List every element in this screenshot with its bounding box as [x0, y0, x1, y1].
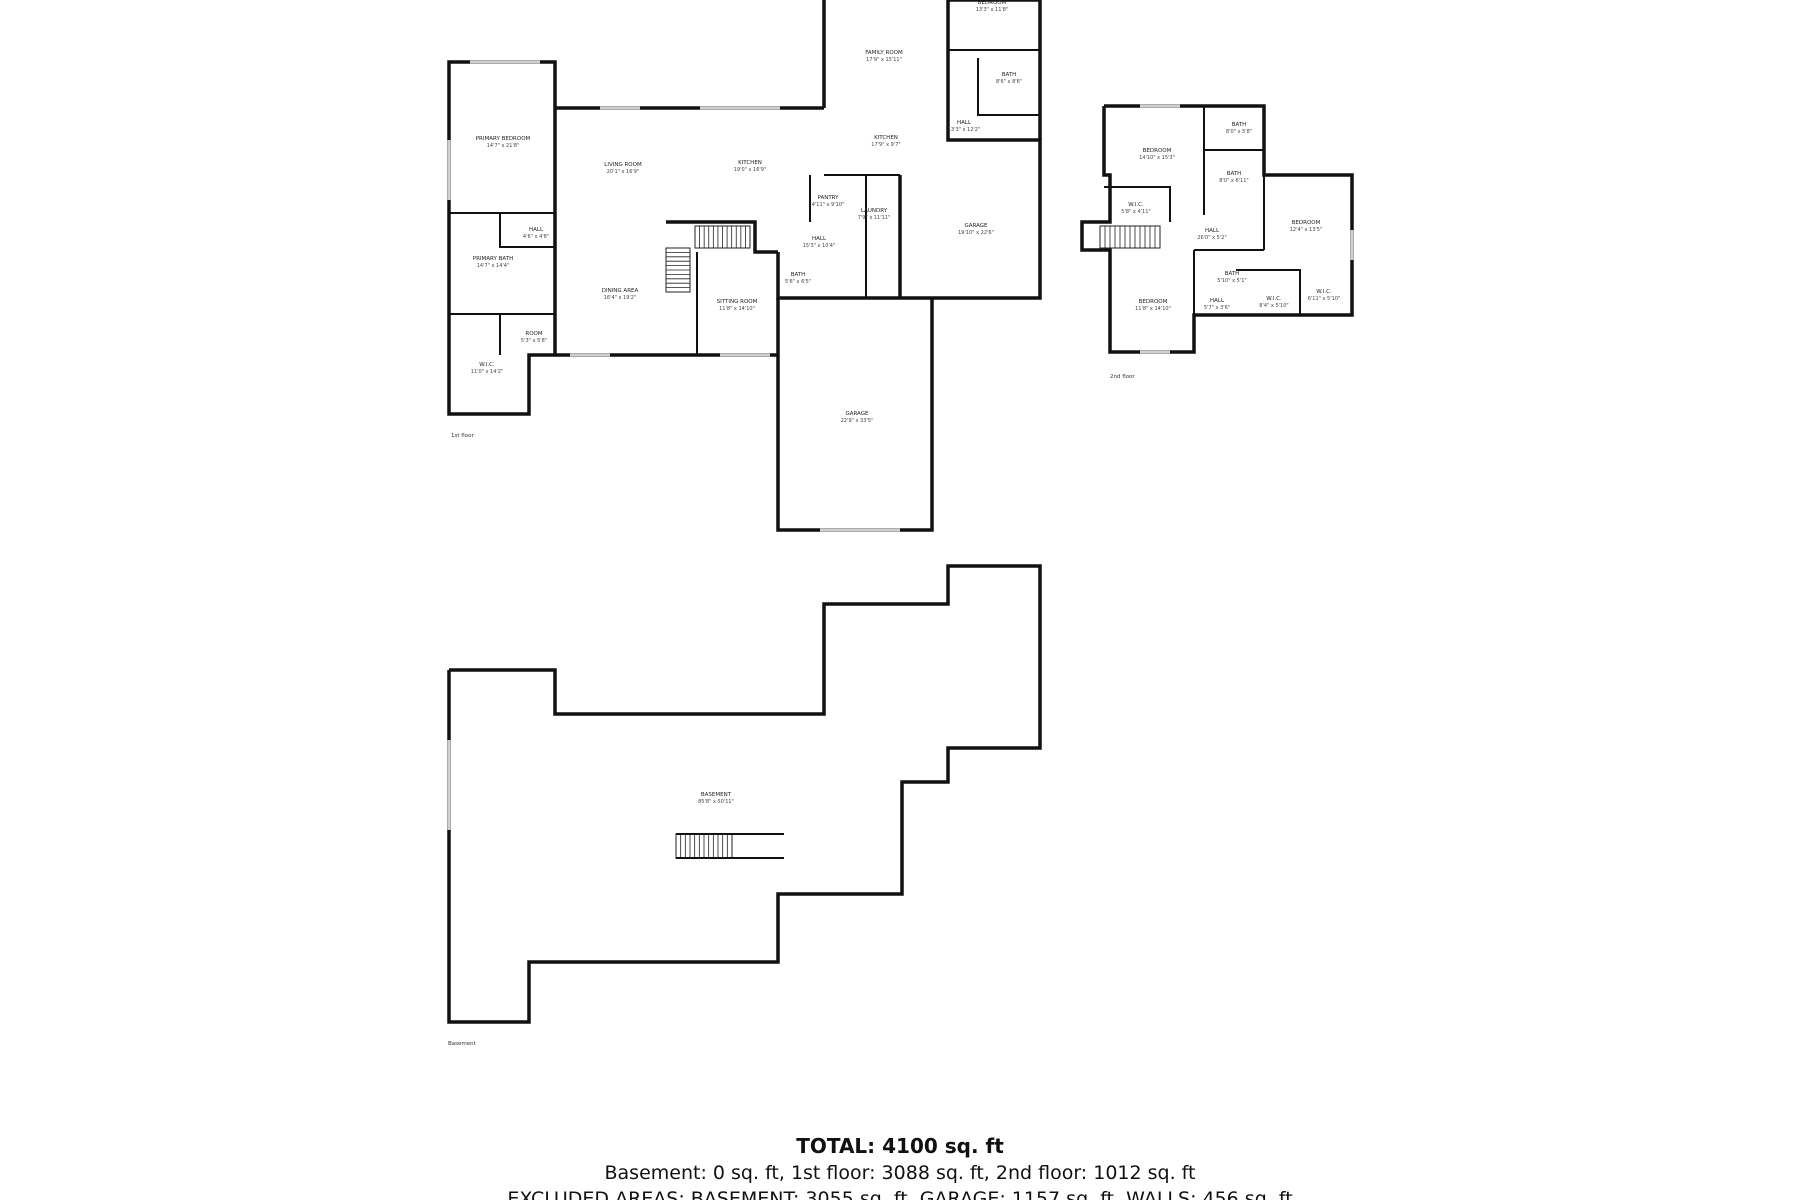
room-name-bath-c: BATH: [1225, 271, 1240, 277]
room-name-laundry: LAUNDRY: [861, 208, 888, 214]
bedroom-top-outline: [948, 0, 1042, 140]
room-dims-bath-a: 8'0" x 5'8": [1226, 129, 1252, 135]
basement-outline: [447, 564, 1042, 1024]
room-name-wic-primary: W.I.C.: [479, 362, 495, 368]
excluded-areas: EXCLUDED AREAS: BASEMENT: 3055 sq. ft, G…: [507, 1188, 1293, 1200]
room-dims-family-room: 17'9" x 15'11": [866, 57, 902, 63]
room-name-garage-small: GARAGE: [964, 223, 988, 229]
room-name-bedroom-top: BEDROOM: [978, 0, 1007, 6]
room-name-living-room: LIVING ROOM: [604, 162, 642, 168]
room-dims-hall-small: 4'6" x 4'8": [523, 234, 549, 240]
right-wing-east-wall: [932, 0, 1042, 300]
stair-hall-wall: [666, 220, 778, 254]
room-dims-living-room: 20'1" x 16'9": [607, 169, 640, 175]
wic-b-wall: [1236, 269, 1301, 315]
room-name-family-room: FAMILY ROOM: [865, 50, 903, 56]
room-name-hall-right: HALL: [957, 120, 972, 126]
basement-stairs: [675, 833, 733, 859]
room-name-primary-bath: PRIMARY BATH: [473, 256, 513, 262]
room-name-hall-center: HALL: [812, 236, 827, 242]
room-name-wic-c: W.I.C.: [1316, 289, 1332, 295]
room-name-sitting-room: SITTING ROOM: [717, 299, 758, 305]
room-dims-bath-c: 5'10" x 5'1": [1217, 278, 1246, 284]
room-dims-hall-b: 5'7" x 3'6": [1204, 305, 1230, 311]
room-dims-garage-small: 19'10" x 22'6": [958, 230, 994, 236]
total-area: TOTAL: 4100 sq. ft: [796, 1134, 1004, 1158]
second-floor-outline: [1080, 104, 1354, 354]
room-name-dining-area: DINING AREA: [602, 288, 639, 294]
room-dims-garage-large: 22'9" x 33'5": [841, 418, 874, 424]
room-dims-bedroom-top: 13'3" x 11'8": [976, 7, 1009, 13]
first-floor-stairs-lower: [665, 247, 691, 293]
hall-small-wall: [499, 213, 555, 248]
room-dims-hall-a: 26'0" x 5'2": [1197, 235, 1226, 241]
room-dims-pantry: 4'11" x 9'10": [812, 202, 845, 208]
room-name-bath-center: BATH: [791, 272, 806, 278]
room-dims-bath-center: 5'6" x 6'5": [785, 279, 811, 285]
room-name-basement: BASEMENT: [701, 792, 732, 798]
room-name-room: ROOM: [525, 331, 542, 337]
room-name-bedroom-b: BEDROOM: [1292, 220, 1321, 226]
room-name-hall-a: HALL: [1205, 228, 1220, 234]
room-dims-dining-area: 16'4" x 19'2": [604, 295, 637, 301]
room-dims-bedroom-a: 14'10" x 15'3": [1139, 155, 1175, 161]
second-floor-stairs: [1099, 225, 1161, 249]
room-dims-wic-a: 5'8" x 4'11": [1121, 209, 1150, 215]
floor-label-first: 1st floor: [451, 433, 474, 439]
room-dims-room: 5'3" x 5'8": [521, 338, 547, 344]
bath-top-wall: [977, 58, 1040, 116]
room-name-bath-b: BATH: [1227, 171, 1242, 177]
room-name-hall-small: HALL: [529, 227, 544, 233]
room-dims-bedroom-b: 12'4" x 13'5": [1290, 227, 1323, 233]
room-dims-primary-bath: 14'7" x 14'4": [477, 263, 510, 269]
room-dims-hall-right: 13'3" x 12'2": [948, 127, 981, 133]
room-dims-wic-b: 8'4" x 5'10": [1259, 303, 1288, 309]
room-dims-bedroom-c: 11'8" x 14'10": [1135, 306, 1171, 312]
room-dims-bath-b: 8'0" x 6'11": [1219, 178, 1248, 184]
room-dims-sitting-room: 11'8" x 14'10": [719, 306, 755, 312]
room-dims-kitchen-main: 19'0" x 16'9": [734, 167, 767, 173]
room-name-wic-a: W.I.C.: [1128, 202, 1144, 208]
room-dims-primary-bedroom: 14'7" x 21'8": [487, 143, 520, 149]
room-dims-laundry: 7'9" x 11'11": [858, 215, 891, 221]
floor-label-basement: Basement: [448, 1041, 477, 1047]
room-name-kitchen-main: KITCHEN: [738, 160, 762, 166]
room-name-primary-bedroom: PRIMARY BEDROOM: [476, 136, 531, 142]
room-name-wic-b: W.I.C.: [1266, 296, 1282, 302]
room-dims-hall-center: 15'3" x 10'4": [803, 243, 836, 249]
room-dims-wic-primary: 11'0" x 14'2": [471, 369, 504, 375]
room-name-bedroom-a: BEDROOM: [1143, 148, 1172, 154]
room-name-hall-b: HALL: [1210, 298, 1225, 304]
room-dims-wic-c: 6'11" x 5'10": [1308, 296, 1341, 302]
room-dims-kitchen-north: 17'9" x 9'7": [871, 142, 900, 148]
room-name-pantry: PANTRY: [817, 195, 839, 201]
room-dims-basement: 85'8" x 50'11": [698, 799, 734, 805]
room-name-kitchen-north: KITCHEN: [874, 135, 898, 141]
room-name-garage-large: GARAGE: [845, 411, 869, 417]
wic-a-wall: [1104, 186, 1171, 222]
room-name-bath-a: BATH: [1232, 122, 1247, 128]
room-name-bedroom-c: BEDROOM: [1139, 299, 1168, 305]
first-floor-stairs: [694, 225, 751, 249]
area-breakdown: Basement: 0 sq. ft, 1st floor: 3088 sq. …: [604, 1162, 1196, 1184]
room-dims-bath-top: 8'6" x 8'6": [996, 79, 1022, 85]
floor-label-second: 2nd floor: [1110, 374, 1135, 380]
room-name-bath-top: BATH: [1002, 72, 1017, 78]
